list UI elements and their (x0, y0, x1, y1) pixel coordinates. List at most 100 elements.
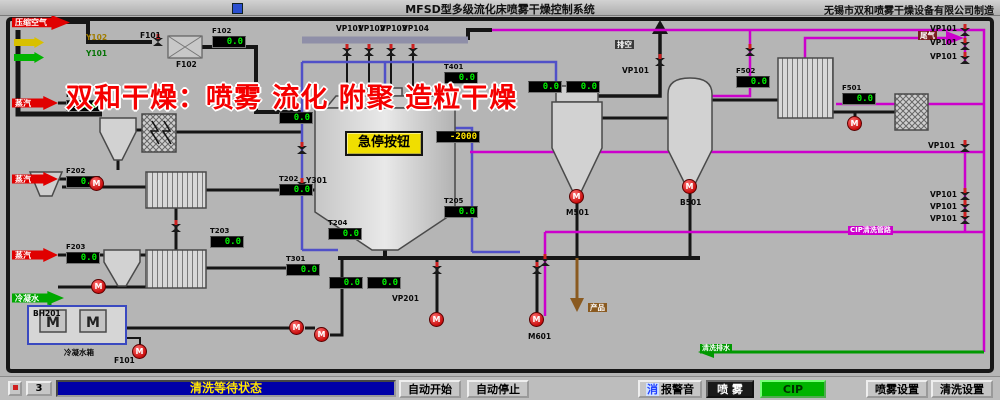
pump-icon[interactable]: M (91, 279, 106, 294)
tag-label: 产品 (588, 303, 607, 312)
valve-icon[interactable] (342, 44, 352, 56)
display-value: 0.0 (444, 206, 478, 218)
emergency-stop-button[interactable]: 急停按钮 (345, 131, 423, 156)
tag-label: VP101 (930, 214, 957, 223)
spray-button[interactable]: 喷 雾 (706, 380, 754, 398)
display-label: F201 (66, 91, 86, 99)
pump-icon[interactable]: M (314, 327, 329, 342)
mute-icon: 消 (646, 382, 659, 396)
pump-icon[interactable]: M (429, 312, 444, 327)
pump-icon[interactable]: M (847, 116, 862, 131)
valve-icon[interactable] (386, 44, 396, 56)
display-value: 0.0 (528, 81, 562, 93)
pump-icon[interactable]: M (569, 189, 584, 204)
display-value: 0.0 (279, 184, 313, 196)
tag-label: 排空 (615, 40, 634, 49)
pump-icon[interactable]: M (289, 320, 304, 335)
mute-label: 报警音 (661, 382, 694, 396)
tag-label: VP101 (336, 24, 363, 33)
agglomerator-vessel (667, 77, 713, 185)
valve-icon[interactable] (745, 44, 755, 56)
auto-stop-button[interactable]: 自动停止 (467, 380, 529, 398)
pump-icon[interactable]: M (89, 176, 104, 191)
alarm-indicator (8, 381, 22, 396)
inlet-arrow: 蒸汽 (12, 172, 58, 186)
spray-settings-button[interactable]: 喷雾设置 (866, 380, 928, 398)
display-value: 0.0 (328, 228, 362, 240)
clean-settings-button[interactable]: 清洗设置 (931, 380, 993, 398)
valve-icon[interactable] (408, 44, 418, 56)
valve-icon[interactable] (960, 200, 970, 212)
tank-motor-label: M (46, 315, 60, 331)
tag-label: BH201 (33, 309, 61, 318)
auto-start-button[interactable]: 自动开始 (399, 380, 461, 398)
display-value: 0.0 (367, 277, 401, 289)
manufacturer-label: 无锡市双和喷雾干燥设备有限公司制造 (824, 6, 994, 17)
display-value: 0.0 (842, 93, 876, 105)
control-bar: 3 清洗等待状态 自动开始 自动停止 消报警音 喷 雾 CIP 喷雾设置 清洗设… (0, 376, 1000, 400)
tag-label: Y301 (306, 176, 328, 185)
tag-label: F101 (114, 356, 135, 365)
valve-icon[interactable] (960, 140, 970, 152)
valve-icon[interactable] (171, 220, 181, 232)
pump-icon[interactable]: M (682, 179, 697, 194)
pump-icon[interactable]: M (529, 312, 544, 327)
valve-icon[interactable] (960, 52, 970, 64)
tag-label: VP101 (930, 190, 957, 199)
tag-label: VP101 (930, 24, 957, 33)
display-label: T201 (279, 103, 299, 111)
valve-icon[interactable] (960, 188, 970, 200)
led-display: -2000 (436, 131, 480, 143)
pump-icon[interactable]: M (132, 344, 147, 359)
display-value: 0.0 (279, 112, 313, 124)
valve-icon[interactable] (532, 262, 542, 274)
display-label: F501 (842, 84, 862, 92)
valve-icon[interactable] (297, 142, 307, 154)
valve-icon[interactable] (153, 34, 163, 46)
bag-filter (894, 93, 929, 131)
display-value: 0.0 (329, 277, 363, 289)
display-value: -2000 (436, 131, 480, 143)
tank-motor-1 (39, 309, 67, 333)
valve-icon[interactable] (540, 254, 550, 266)
heat-exchanger-2 (145, 249, 207, 289)
tag-label: 清洗排水 (700, 344, 732, 353)
condenser (777, 57, 834, 119)
led-display: 0.0 (367, 277, 401, 289)
display-label: T401 (444, 63, 464, 71)
tag-label: VP103 (380, 24, 407, 33)
valve-icon[interactable] (655, 54, 665, 66)
display-value: 0.0 (212, 36, 246, 48)
valve-icon[interactable] (960, 212, 970, 224)
inlet-arrow (14, 52, 44, 63)
tag-label: VP104 (402, 24, 429, 33)
vendor-watermark: 双和干燥：喷雾 流化 附聚 造粒干燥 (66, 83, 518, 114)
status-message: 清洗等待状态 (56, 380, 396, 397)
valve-icon[interactable] (960, 24, 970, 36)
display-label: F202 (66, 167, 86, 175)
inlet-arrow: 压缩空气 (12, 15, 70, 30)
display-value: 0.0 (210, 236, 244, 248)
led-display: 0.0 (329, 277, 363, 289)
display-value: 0.0 (286, 264, 320, 276)
display-value: 0.0 (444, 72, 478, 84)
counter-box: 3 (26, 381, 52, 396)
mute-alarm-button[interactable]: 消报警音 (638, 380, 702, 398)
panel-frame (6, 17, 994, 373)
valve-icon[interactable] (960, 38, 970, 50)
cip-button[interactable]: CIP (760, 380, 826, 398)
tag-label: VP101 (930, 202, 957, 211)
valve-icon[interactable] (364, 44, 374, 56)
valve-icon[interactable] (432, 262, 442, 274)
display-label: F203 (66, 243, 86, 251)
inlet-filter-cross (167, 35, 203, 59)
inlet-arrow: 蒸汽 (12, 248, 58, 262)
vent-up-arrow-icon (652, 20, 668, 34)
